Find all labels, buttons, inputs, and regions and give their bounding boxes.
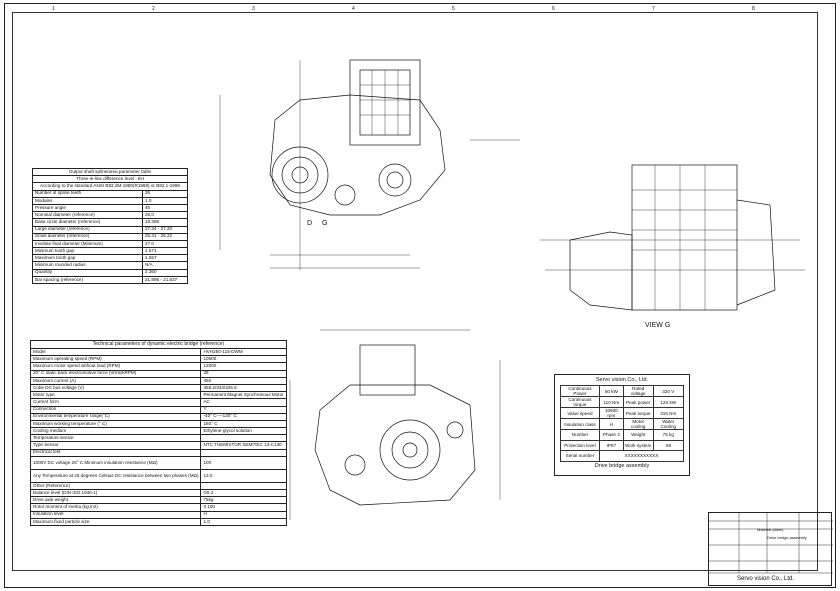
table-row: Small diameter (reference)25.41 - 25.22 [32,232,188,241]
zone-4: 4 [352,6,355,12]
side-assembly-view [540,164,805,311]
spline-table-title-3: According to the standard ANSI B92.2M-19… [32,182,188,191]
nameplate-company: Servo vision Co., Ltd. [595,377,649,383]
table-row: 20° C static back electromotive force (V… [29,369,287,378]
view-mark-g: G [322,220,328,227]
zone-2: 2 [152,6,155,12]
table-row: Electrical test [29,448,287,457]
zone-3: 3 [252,6,255,12]
table-row: Any Temperature at 25 degrees Celsius DC… [29,468,287,483]
table-row: Involute final diameter (Minimum)27.0 [32,239,188,249]
title-block: Drive bridge assembly Material (label) S… [708,512,833,586]
zone-numbers-top: 1 2 3 4 5 6 7 8 [12,4,818,14]
table-row: Cobe DC bus voltage (V)355.2/333/325.6 [29,383,287,393]
spline-table-title-2: Three-in-line difference level : 6H [32,175,188,184]
front-assembly-view [289,329,501,520]
top-assembly-view [219,59,520,270]
zone-5: 5 [452,6,455,12]
table-row: Large diameter (reference)27.34 - 27.20 [32,225,188,234]
title-block-grid [709,513,833,574]
table-row: Maximum working temperature (° C)180° C [29,419,287,429]
title-block-material: Material (label) [757,527,784,532]
table-row: Nominal diameter (reference)26.0 [32,211,188,220]
spline-parameter-table: Output shaft spline/area parameter table… [32,167,188,285]
drawing-sheet-border [4,3,836,588]
table-row: Maximum motor speed without load (RPM)12… [29,362,287,371]
spline-table-title-1: Output shaft spline/area parameter table [32,167,188,177]
drawing-frame [12,12,818,571]
zone-7: 7 [652,6,655,12]
table-row: Maximum operating speed (RPM)10600 [29,355,287,364]
zone-8: 8 [752,6,755,12]
title-block-assembly: Drive bridge assembly [767,535,807,540]
table-row: Rotor moment of inertia (kg.m2)0.100 [29,503,287,512]
nameplate-caption: Drive bridge assembly [594,462,650,469]
table-row: Base circle diameter (reference)18.385 [32,218,188,227]
zone-1: 1 [52,6,55,12]
table-row: Balance level (DIN ISO 1940-1)G6.3 [29,488,287,498]
technical-parameters-table: Technical parameters of dynamic electric… [29,340,287,526]
view-mark-d: D [307,220,313,227]
table-row: 1000V DC voltage 25° C Minimum insulatio… [29,455,287,470]
table-row: Temperature sensor [29,434,287,443]
zone-6: 6 [552,6,555,12]
table-row: Environmental temperature range(°C)-40° … [29,412,287,421]
view-g-label: VIEW G [645,322,671,329]
tech-table-title: Technical parameters of dynamic electric… [30,340,287,349]
table-row: Bar spacing (reference)21.895 - 21.837 [32,275,188,285]
table-row: Maximum current (A)450 [29,376,287,385]
title-block-company: Servo vision Co., Ltd. [737,576,795,582]
table-row: Other (Reference) [29,481,287,491]
